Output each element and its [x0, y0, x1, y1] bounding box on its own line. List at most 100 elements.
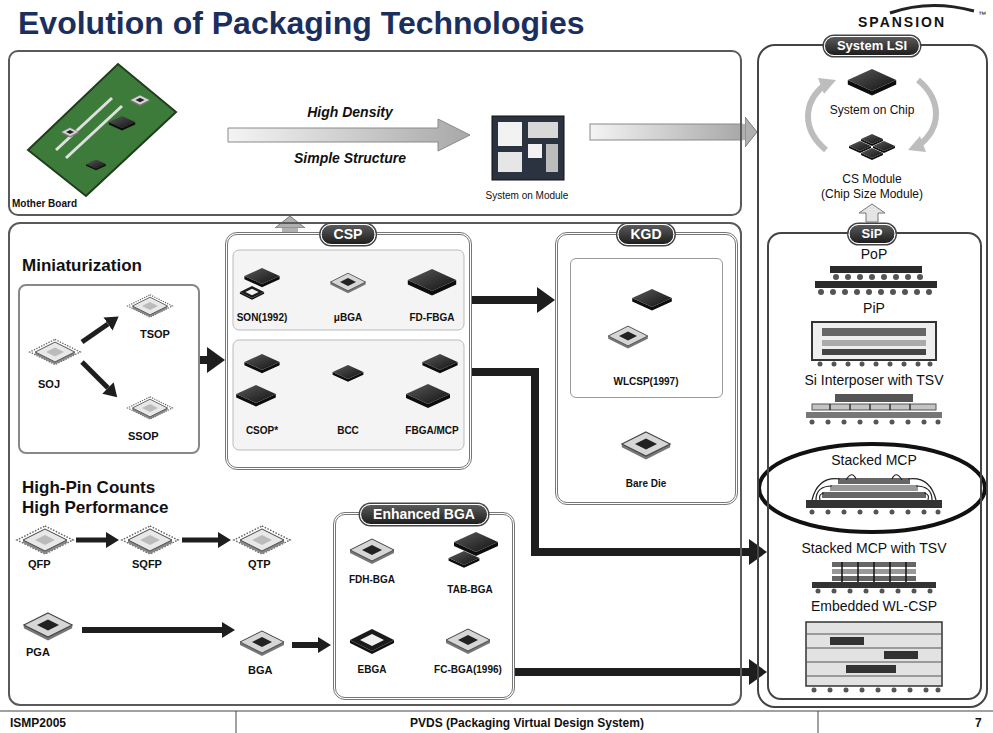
module-picture	[492, 116, 564, 180]
footer-rule	[236, 711, 237, 733]
solder-balls	[818, 289, 932, 295]
item-label: TSOP	[140, 328, 170, 341]
item-label: SSOP	[128, 430, 159, 443]
module-chip	[528, 122, 558, 138]
evolution-arrow	[82, 627, 222, 633]
item-label: QTP	[248, 558, 271, 571]
item-label: CS Module	[812, 172, 932, 186]
item-label: (Chip Size Module)	[807, 187, 937, 201]
flow-arrow	[515, 668, 749, 676]
item-label: Si Interposer with TSV	[774, 372, 974, 389]
tsv	[842, 562, 906, 582]
fdhbga-icon	[350, 539, 394, 564]
evolution-arrow	[82, 324, 108, 342]
evolution-arrow	[182, 538, 218, 543]
embedded-die	[884, 651, 918, 659]
system-lsi-panel: System LSISystem on ChipCS Module(Chip S…	[757, 44, 988, 708]
cycle-arrow-head	[818, 78, 836, 94]
logo-text: SPANSION	[858, 14, 946, 31]
wlcsp-box: WLCSP(1997)	[570, 258, 723, 398]
trademark: ™	[978, 10, 986, 20]
embedded-die	[830, 637, 864, 645]
ebga-icon	[350, 629, 394, 654]
evolution-arrow	[76, 538, 106, 543]
box-heading: SiP	[849, 224, 896, 244]
item-label: FBGA/MCP	[401, 425, 463, 437]
csop-icon	[244, 354, 279, 373]
item-label: Stacked MCP with TSV	[774, 540, 974, 557]
csop-icon	[236, 385, 276, 407]
box-heading: Enhanced BGA	[360, 504, 488, 525]
trend-arrow	[228, 119, 470, 151]
die	[835, 394, 913, 402]
son-icon	[240, 286, 264, 300]
ubga-icon	[330, 273, 365, 293]
item-label: QFP	[28, 558, 51, 571]
up-arrow	[859, 204, 885, 222]
package-body	[812, 322, 936, 360]
module-chip	[498, 152, 522, 172]
footer-text: ISMP2005	[10, 716, 66, 730]
die	[830, 485, 918, 491]
module-chip	[528, 144, 542, 158]
top-band: Mother Board High DensitySimple Structure…	[8, 50, 742, 216]
box-heading: WLCSP(1997)	[596, 376, 696, 388]
tabbga-icon	[454, 532, 498, 556]
wlcsp-icon	[632, 289, 672, 311]
highlight-ring	[759, 444, 985, 532]
package-body	[806, 622, 942, 686]
item-label: BGA	[248, 664, 272, 677]
box-heading: CSP	[321, 224, 376, 245]
item-label: Simple Structure	[255, 150, 445, 167]
package-layer	[822, 340, 926, 346]
item-label: μBGA	[317, 312, 379, 324]
motherboard-picture	[28, 64, 176, 196]
embedded-die	[846, 665, 896, 673]
pga-icon	[24, 613, 72, 641]
soc-icon	[848, 69, 896, 95]
item-label: BCC	[317, 425, 379, 437]
fcbga-icon	[446, 629, 490, 654]
item-label: High Density	[265, 104, 435, 121]
footer-rule	[818, 711, 819, 733]
ssop-icon	[128, 397, 173, 419]
fbga-icon	[406, 384, 450, 408]
bare-die-icon	[622, 432, 670, 460]
item-label: PoP	[834, 246, 914, 263]
item-label: TAB-BGA	[437, 584, 503, 596]
flow-arrow	[200, 356, 207, 364]
cycle-arrow-head	[908, 136, 926, 152]
item-label: FDH-BGA	[339, 574, 405, 586]
item-label: High-Pin Counts High Performance	[22, 478, 197, 519]
module-icon	[861, 148, 883, 160]
solder-balls	[810, 420, 941, 425]
bond-wire	[812, 475, 936, 500]
page-number: 7	[975, 716, 982, 730]
tsv	[830, 404, 910, 410]
box-heading: Mother Board	[12, 198, 77, 210]
footer-rule	[0, 711, 993, 712]
item-label: FC-BGA(1996)	[428, 664, 508, 676]
enhanced-bga-group: Enhanced BGAFDH-BGATAB-BGAEBGAFC-BGA(199…	[333, 512, 515, 700]
package-layer	[806, 634, 942, 676]
box-heading: Miniaturization	[22, 256, 142, 276]
solder-balls	[816, 589, 933, 594]
logo-swoosh	[890, 5, 974, 13]
die	[822, 492, 926, 498]
csp-group: CSPSON(1992)μBGAFD-FBGACSOP*BCCFBGA/MCP	[225, 232, 472, 470]
sip-panel: SiPPoPPiPSi Interposer with TSVStacked M…	[767, 232, 982, 700]
item-label: Bare Die	[606, 478, 686, 490]
substrate	[812, 582, 936, 588]
fbga-icon	[422, 354, 457, 373]
tabbga-icon	[449, 551, 480, 568]
board-chip	[86, 160, 106, 171]
die	[838, 478, 910, 484]
qtp-icon	[234, 526, 290, 554]
item-label: SON(1992)	[229, 312, 295, 324]
tsop-icon	[128, 295, 173, 317]
box-heading: SOJ	[38, 378, 60, 391]
trend-arrow	[742, 124, 745, 140]
wlcsp-icon	[608, 326, 648, 349]
module-chip	[546, 144, 558, 172]
item-label: CSOP*	[229, 425, 295, 437]
